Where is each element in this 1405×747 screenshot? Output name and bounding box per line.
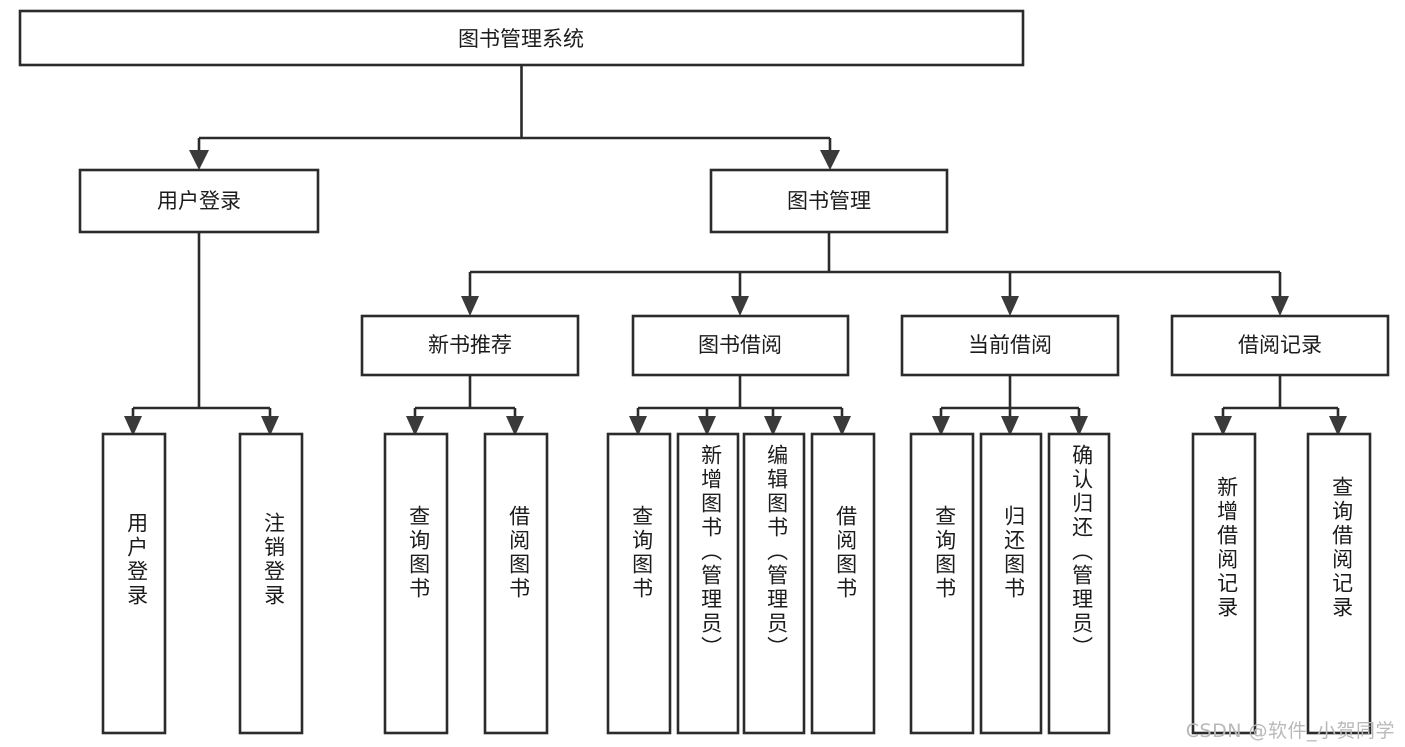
arrow-head-leaf-query-book-2 (629, 416, 647, 436)
arrow-head-leaf-confirm-return (1070, 416, 1088, 436)
arrow-head-newbook (461, 296, 479, 316)
arrow-head-current (1001, 296, 1019, 316)
arrow-head-leaf-query-record (1329, 416, 1347, 436)
arrow-head-leaf-add-record (1214, 416, 1232, 436)
node-label-borrow: 图书借阅 (698, 333, 782, 357)
node-box-current[interactable] (900, 314, 1120, 377)
node-box-leaf-query-book-3[interactable] (909, 432, 975, 735)
arrow-head-records (1271, 296, 1289, 316)
node-box-newbook[interactable] (360, 314, 580, 377)
node-box-leaf-borrow-book-1[interactable] (483, 432, 549, 735)
arrow-head-bookmgmt (820, 150, 840, 170)
arrow-head-login (189, 150, 209, 170)
node-box-root[interactable] (18, 9, 1025, 67)
arrow-head-leaf-add-book (698, 416, 716, 436)
node-layer: 图书管理系统 用户登录 图书管理 新书推荐 图书借阅 当前借阅 借阅记录 (18, 9, 1390, 735)
node-box-leaf-query-book-1[interactable] (383, 432, 449, 735)
node-box-leaf-logout[interactable] (238, 432, 304, 735)
node-box-records[interactable] (1170, 314, 1390, 377)
node-label-records: 借阅记录 (1238, 333, 1322, 357)
edge-layer (124, 65, 1347, 436)
node-box-leaf-user-login[interactable] (101, 432, 167, 735)
node-box-leaf-confirm-return[interactable] (1047, 432, 1111, 735)
node-box-leaf-edit-book[interactable] (742, 432, 806, 735)
node-box-borrow[interactable] (631, 314, 850, 377)
node-box-login[interactable] (78, 168, 320, 234)
node-box-leaf-add-record[interactable] (1191, 432, 1257, 735)
node-label-newbook: 新书推荐 (428, 333, 512, 357)
node-box-leaf-return-book[interactable] (979, 432, 1043, 735)
node-box-leaf-add-book[interactable] (676, 432, 740, 735)
node-box-leaf-borrow-book-2[interactable] (810, 432, 876, 735)
node-label-bookmgmt: 图书管理 (787, 189, 871, 213)
node-box-leaf-query-book-2[interactable] (606, 432, 672, 735)
node-box-bookmgmt[interactable] (709, 168, 949, 234)
node-box-leaf-query-record[interactable] (1306, 432, 1372, 735)
csdn-watermark: CSDN @软件_小贺同学 (1185, 720, 1395, 742)
arrow-head-leaf-query-book-3 (932, 416, 950, 436)
arrow-head-leaf-borrow-book-2 (833, 416, 851, 436)
arrow-head-leaf-logout (261, 416, 279, 436)
node-label-root: 图书管理系统 (458, 27, 584, 51)
arrow-head-leaf-return-book (1001, 416, 1019, 436)
arrow-head-leaf-query-book-1 (406, 416, 424, 436)
arrow-head-leaf-edit-book (764, 416, 782, 436)
node-label-current: 当前借阅 (968, 333, 1052, 357)
arrow-head-borrow (731, 296, 749, 316)
arrow-head-leaf-user-login (124, 416, 142, 436)
arrow-head-leaf-borrow-book-1 (506, 416, 524, 436)
node-label-login: 用户登录 (157, 189, 241, 213)
